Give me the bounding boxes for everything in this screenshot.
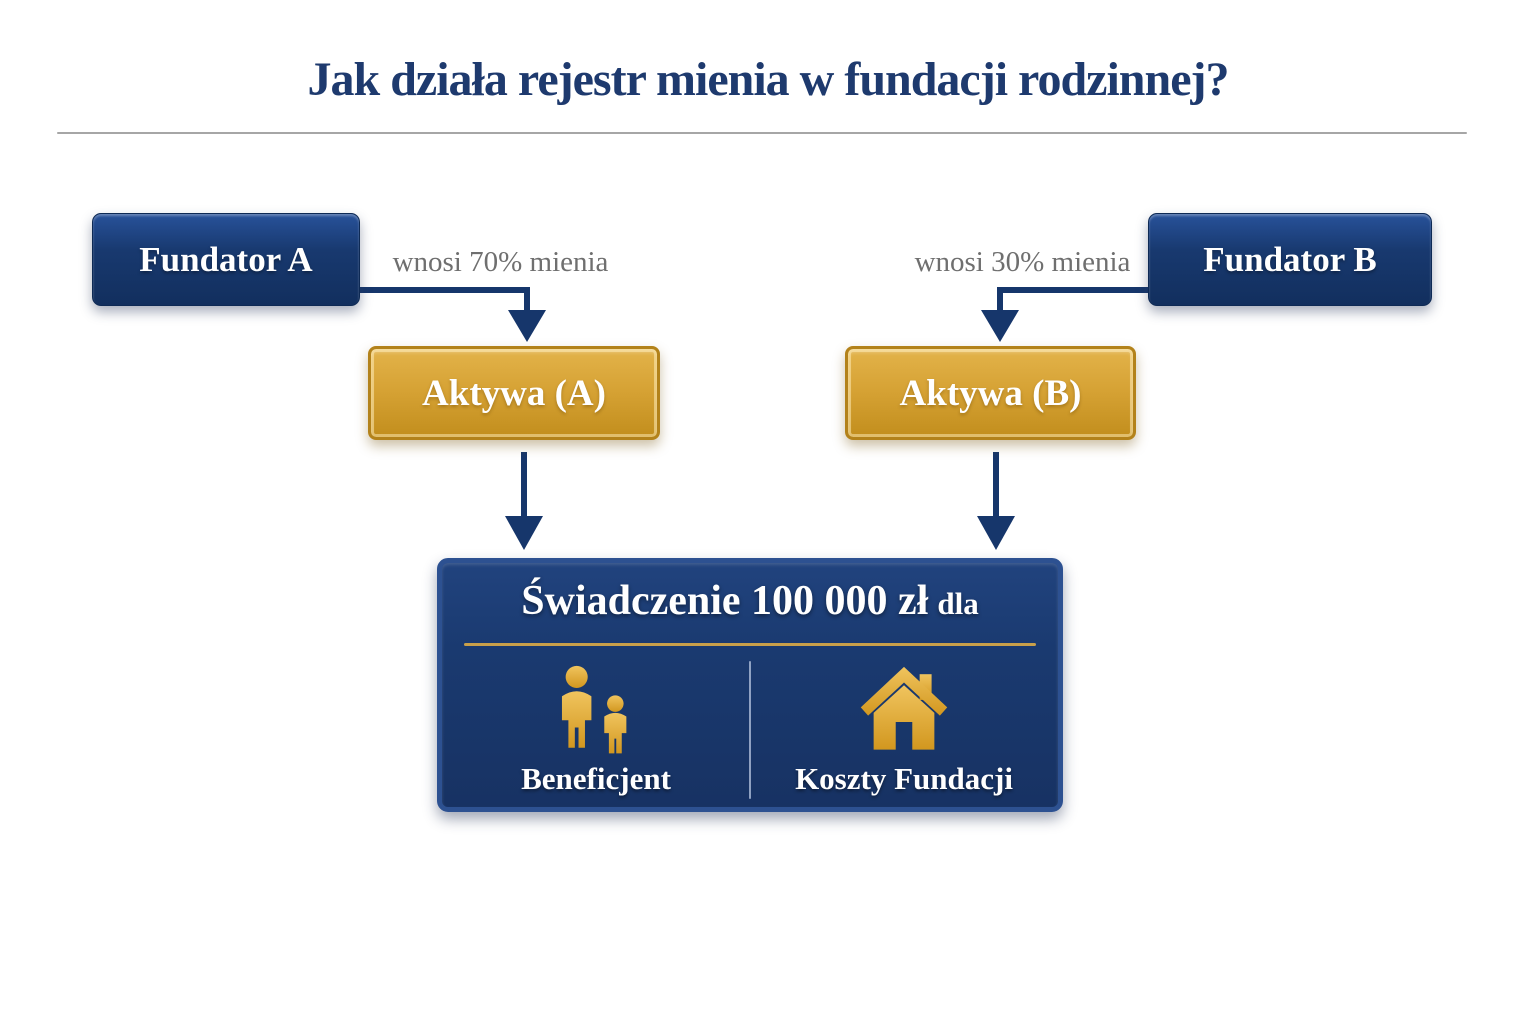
- foundation-costs-label: Koszty Fundacji: [795, 761, 1013, 796]
- fundator-a-box: Fundator A: [92, 213, 360, 306]
- benefit-section-divider: [749, 661, 751, 799]
- benefit-title-main: Świadczenie 100 000 zł: [521, 578, 929, 624]
- header-divider: [57, 132, 1467, 134]
- contribution-b-label: wnosi 30% mienia: [914, 246, 1131, 278]
- arrow-aktywa-a-to-benefit: [505, 452, 543, 550]
- house-icon: [851, 661, 957, 757]
- aktywa-a-box: Aktywa (A): [368, 346, 660, 440]
- family-icon: [543, 661, 649, 757]
- contribution-a-label: wnosi 70% mienia: [392, 246, 609, 278]
- foundation-costs-section: Koszty Fundacji: [750, 655, 1058, 805]
- aktywa-b-label: Aktywa (B): [899, 372, 1082, 414]
- arrow-aktywa-b-to-benefit: [977, 452, 1015, 550]
- fundator-b-box: Fundator B: [1148, 213, 1432, 306]
- fundator-b-label: Fundator B: [1203, 239, 1377, 279]
- beneficiary-label: Beneficjent: [521, 761, 671, 796]
- fundator-a-label: Fundator A: [139, 239, 313, 279]
- arrow-fundator-b-to-aktywa-b: [981, 287, 1148, 342]
- beneficiary-section: Beneficjent: [442, 655, 750, 805]
- page-title: Jak działa rejestr mienia w fundacji rod…: [307, 53, 1230, 106]
- aktywa-b-box: Aktywa (B): [845, 346, 1136, 440]
- benefit-gold-divider: [464, 643, 1036, 646]
- arrow-fundator-a-to-aktywa-a: [360, 287, 546, 342]
- aktywa-a-label: Aktywa (A): [422, 372, 606, 414]
- benefit-title-suffix: dla: [937, 586, 979, 621]
- benefit-columns: Beneficjent: [442, 655, 1058, 805]
